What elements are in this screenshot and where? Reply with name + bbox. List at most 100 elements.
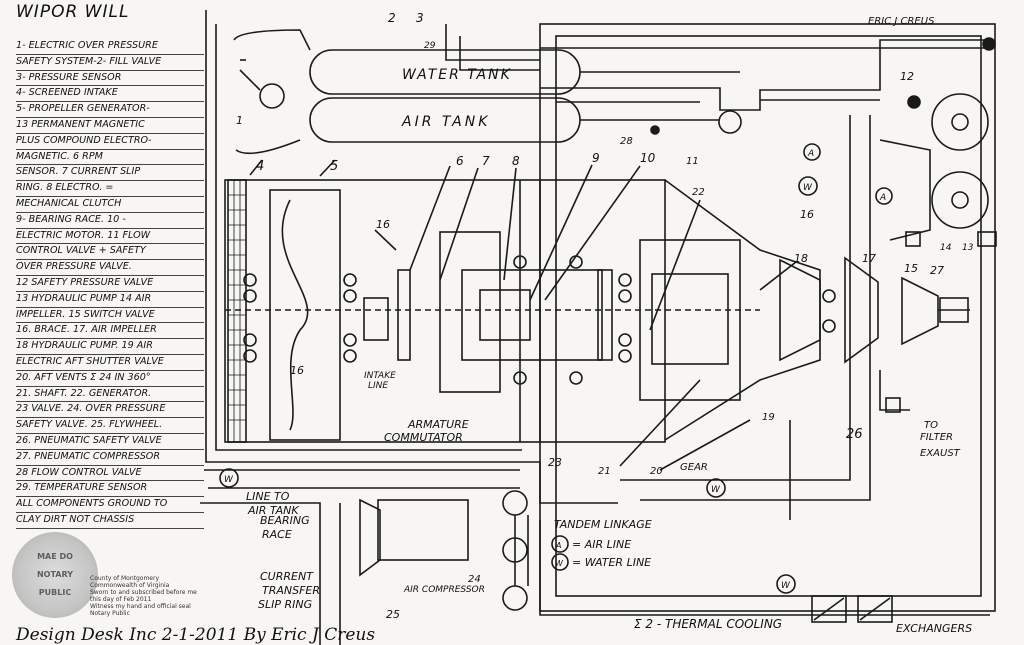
label-num-21: 21 (598, 466, 611, 477)
gear-label: GEAR (680, 462, 708, 473)
legend-line: 20. AFT VENTS Σ 24 IN 360° (16, 370, 204, 387)
label-num-4: 4 (256, 159, 264, 174)
label-num-28: 28 (620, 136, 633, 147)
legend-line: 13 PERMANENT MAGNETIC (16, 117, 204, 134)
label-num-7: 7 (482, 154, 490, 168)
label-num-9: 9 (592, 151, 600, 165)
label-num-16b: 16 (290, 364, 304, 377)
bearing-race-2: RACE (262, 528, 292, 541)
label-num-13: 13 (962, 243, 974, 253)
legend-line: CLAY DIRT NOT CHASSIS (16, 512, 204, 529)
legend-line: IMPELLER. 15 SWITCH VALVE (16, 307, 204, 324)
air-compressor-label: AIR COMPRESSOR (403, 585, 485, 595)
legend-line: ALL COMPONENTS GROUND TO (16, 496, 204, 513)
filter-label-2: FILTER (920, 432, 953, 443)
w-marker-5: W (781, 581, 791, 591)
label-num-12: 12 (900, 70, 914, 83)
legend-line: 27. PNEUMATIC COMPRESSOR (16, 449, 204, 466)
legend-line: RING. 8 ELECTRO. = (16, 180, 204, 197)
label-num-20: 20 (650, 466, 663, 477)
legend-line: 13 HYDRAULIC PUMP 14 AIR (16, 291, 204, 308)
w-marker-4: W (555, 559, 564, 568)
label-num-10: 10 (640, 151, 656, 165)
legend-line: ELECTRIC MOTOR. 11 FLOW (16, 228, 204, 245)
label-num-11: 11 (686, 156, 699, 167)
a-marker-1: A (807, 149, 814, 159)
label-num-1: 1 (236, 114, 243, 127)
intake-line-label-2: LINE (368, 381, 388, 391)
filter-label-1: TO (924, 420, 938, 431)
intake-line-label: INTAKE (364, 371, 396, 381)
bearing-race-1: BEARING (260, 514, 310, 527)
commutator-label: COMMUTATOR (384, 431, 463, 444)
legend-line: 18 HYDRAULIC PUMP. 19 AIR (16, 338, 204, 355)
label-num-3: 3 (416, 11, 424, 25)
legend-line: 1- ELECTRIC OVER PRESSURE (16, 38, 204, 55)
water-line-label: = WATER LINE (572, 556, 651, 569)
seal-text-top: MAE DO (37, 552, 73, 561)
label-num-26: 26 (846, 427, 863, 442)
thermal-label: Σ 2 - THERMAL COOLING (634, 617, 782, 631)
air-tank-label: AIR TANK (401, 114, 490, 130)
current-slip-2: TRANSFER (262, 584, 320, 597)
tandem-label: TANDEM LINKAGE (554, 518, 652, 531)
label-num-2: 2 (388, 11, 396, 25)
legend-line: MAGNETIC. 6 RPM (16, 149, 204, 166)
label-num-25: 25 (386, 608, 400, 621)
line-to-air-tank-2: AIR TANK (247, 504, 299, 517)
current-slip-1: CURRENT (260, 570, 314, 583)
legend-line: PLUS COMPOUND ELECTRO- (16, 133, 204, 150)
legend-line: 28 FLOW CONTROL VALVE (16, 465, 204, 482)
label-num-17: 17 (862, 252, 876, 265)
a-marker-3: A (555, 541, 561, 550)
label-num-27: 27 (930, 264, 944, 277)
label-num-19: 19 (762, 412, 775, 423)
legend-line: 5- PROPELLER GENERATOR- (16, 101, 204, 118)
label-num-22: 22 (692, 187, 705, 198)
legend-line: 9- BEARING RACE. 10 - (16, 212, 204, 229)
a-marker-2: A (879, 193, 886, 203)
legend-line: MECHANICAL CLUTCH (16, 196, 204, 213)
w-marker-2: W (711, 485, 721, 495)
legend-line: 3- PRESSURE SENSOR (16, 70, 204, 87)
w-marker-1: W (803, 183, 813, 193)
legend-line: SAFETY VALVE. 25. FLYWHEEL. (16, 417, 204, 434)
legend-line: 21. SHAFT. 22. GENERATOR. (16, 386, 204, 403)
notary-text: County of Montgomery Commonwealth of Vir… (90, 575, 197, 617)
author-name: ERIC J CREUS (868, 16, 935, 27)
w-marker-3: W (224, 475, 234, 485)
legend-line: 4- SCREENED INTAKE (16, 85, 204, 103)
legend-line: CONTROL VALVE + SAFETY (16, 243, 204, 261)
label-num-14: 14 (940, 243, 952, 253)
label-num-6: 6 (456, 154, 464, 168)
legend-line: SAFETY SYSTEM-2- FILL VALVE (16, 54, 204, 71)
line-to-air-tank-1: LINE TO (246, 490, 290, 503)
seal-text-bot: PUBLIC (38, 588, 72, 597)
label-num-18: 18 (794, 252, 808, 265)
legend-line: 12 SAFETY PRESSURE VALVE (16, 275, 204, 292)
label-num-16: 16 (376, 218, 390, 231)
legend-line: OVER PRESSURE VALVE. (16, 259, 204, 276)
seal-text-mid: NOTARY (36, 570, 74, 579)
legend-line: 29. TEMPERATURE SENSOR (16, 480, 204, 498)
legend-line: 26. PNEUMATIC SAFETY VALVE (16, 433, 204, 450)
notary-seal: MAE DO NOTARY PUBLIC (12, 532, 98, 618)
legend-line: SENSOR. 7 CURRENT SLIP (16, 164, 204, 182)
current-slip-3: SLIP RING (258, 598, 312, 611)
label-num-8: 8 (512, 154, 520, 168)
label-num-23: 23 (548, 456, 562, 469)
legend-line: ELECTRIC AFT SHUTTER VALVE (16, 354, 204, 371)
air-line-label: = AIR LINE (572, 538, 631, 551)
legend-line: 23 VALVE. 24. OVER PRESSURE (16, 401, 204, 419)
filter-label-3: EXAUST (920, 448, 961, 459)
label-num-29: 29 (424, 41, 436, 51)
exchangers-label: EXCHANGERS (896, 622, 972, 635)
label-num-15: 15 (904, 262, 918, 275)
legend-line: 16. BRACE. 17. AIR IMPELLER (16, 322, 204, 340)
label-num-24: 24 (468, 574, 481, 585)
footer-signature: Design Desk Inc 2-1-2011 By Eric J Creus (16, 625, 376, 645)
water-tank-label: WATER TANK (402, 67, 512, 83)
label-num-16c: 16 (800, 208, 814, 221)
